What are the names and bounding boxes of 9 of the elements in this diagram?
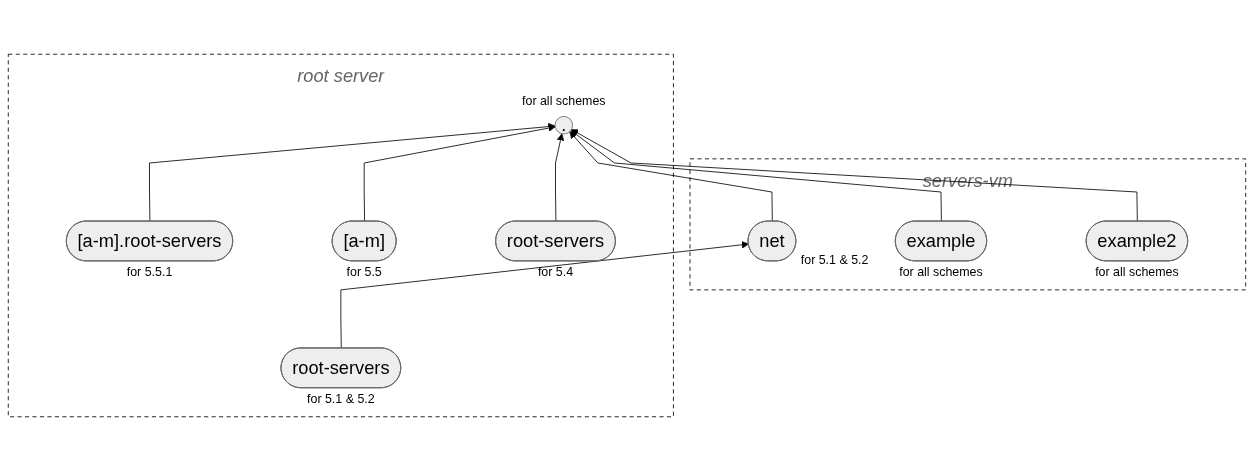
node-circle: . (554, 116, 573, 135)
node-caption: for 5.5 (346, 264, 382, 279)
node-caption: for all schemes (1095, 264, 1179, 279)
node-caption: for all schemes (899, 264, 983, 279)
node-caption: for 5.5.1 (126, 264, 173, 279)
node-caption: for 5.1 & 5.2 (800, 253, 869, 268)
node-caption: for 5.4 (537, 264, 574, 279)
node-caption: for 5.1 & 5.2 (307, 391, 375, 406)
node-caption: for all schemes (522, 93, 606, 108)
